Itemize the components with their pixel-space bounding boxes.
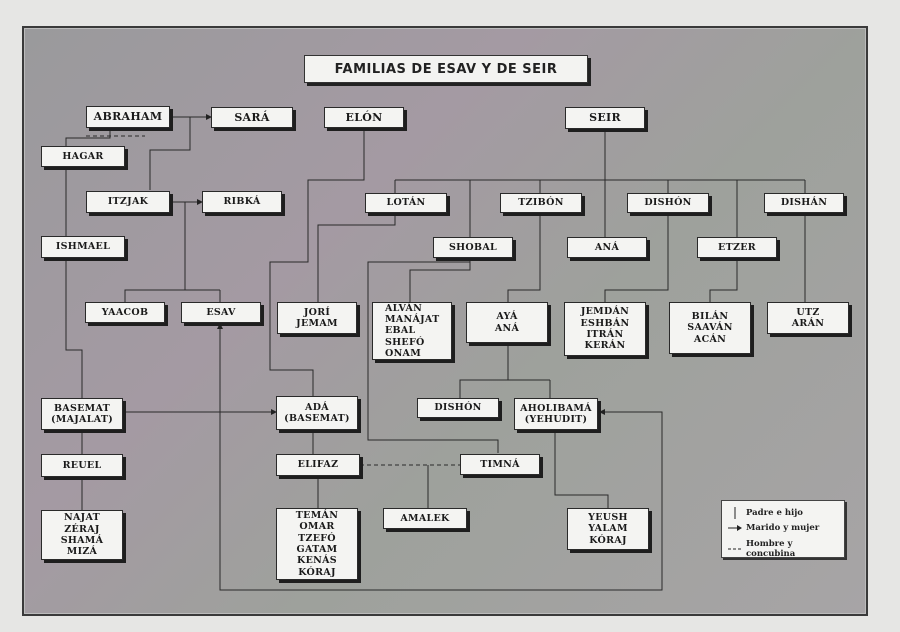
group-reuel-children: NAJAT ZÉRAJ SHAMÁ MIZÁ	[41, 510, 123, 560]
list-item: ESHBÁN	[580, 317, 630, 329]
person-yaacob: YAACOB	[85, 302, 165, 323]
person-seir: SEIR	[565, 107, 645, 129]
person-ribka: RIBKÁ	[202, 191, 282, 213]
list-item: KÓRAJ	[298, 566, 336, 578]
alias-label: (BASEMAT)	[284, 413, 350, 424]
list-item: BILÁN	[691, 310, 729, 322]
list-item: GATAM	[296, 544, 338, 555]
group-dishon-children: JEMDÁN ESHBÁN ITRÁN KERÁN	[564, 302, 646, 356]
list-item: MANÁJAT	[385, 313, 440, 325]
person-timna: TIMNÁ	[460, 454, 540, 475]
name-label: BASEMAT	[53, 402, 111, 414]
person-tzibon: TZIBÓN	[500, 193, 582, 213]
name-label: ADÁ	[305, 401, 329, 413]
list-item: AYÁ	[496, 311, 518, 323]
list-item: MIZÁ	[66, 546, 98, 558]
person-lotan: LOTÁN	[365, 193, 447, 213]
name-label: AHOLIBAMÁ	[520, 402, 592, 414]
person-elifaz: ELIFAZ	[276, 454, 360, 476]
list-item: ANÁ	[494, 322, 520, 334]
person-ada: ADÁ (BASEMAT)	[276, 396, 358, 430]
list-item: JEMDÁN	[580, 306, 630, 318]
list-item: UTZ	[796, 306, 820, 318]
group-aholibama-children: YEUSH YALAM KÓRAJ	[567, 508, 649, 550]
group-elifaz-children: TEMÁN OMAR TZEFÓ GATAM KENÁS KÓRAJ	[276, 508, 358, 580]
person-shobal: SHOBAL	[433, 237, 513, 258]
list-item: KERÁN	[584, 340, 626, 352]
group-dishan-children: UTZ ARÁN	[767, 302, 849, 334]
list-item: TEMÁN	[295, 509, 339, 521]
list-item: OMAR	[299, 521, 335, 533]
list-item: ONAM	[385, 348, 422, 360]
list-item: JORÍ	[303, 306, 331, 318]
person-dishon-2: DISHÓN	[417, 398, 499, 418]
list-item: KÓRAJ	[589, 534, 627, 546]
list-item: SAAVÁN	[687, 322, 733, 334]
list-item: ACÁN	[693, 333, 727, 345]
legend-label: Marido y mujer	[746, 523, 820, 533]
list-item: TZEFÓ	[298, 532, 336, 544]
person-esav: ESAV	[181, 302, 261, 323]
person-aholibama: AHOLIBAMÁ (YEHUDIT)	[514, 398, 598, 430]
group-etzer-children: BILÁN SAAVÁN ACÁN	[669, 302, 751, 354]
list-item: ITRÁN	[586, 329, 624, 340]
legend-label: Padre e hijo	[746, 508, 803, 518]
list-item: ALVÁN	[385, 302, 423, 314]
legend: Padre e hijo Marido y mujer Hombre y con…	[721, 500, 845, 559]
list-item: YEUSH	[588, 511, 628, 523]
list-item: SHEFÓ	[385, 336, 425, 348]
person-etzer: ETZER	[697, 237, 777, 258]
person-elon: ELÓN	[324, 107, 404, 128]
list-item: SHAMÁ	[60, 535, 104, 546]
group-lotan-children: JORÍ JEMAM	[277, 302, 357, 334]
list-item: EBAL	[385, 325, 416, 337]
group-tzibon-children: AYÁ ANÁ	[466, 302, 548, 343]
list-item: NAJAT	[64, 512, 100, 524]
person-reuel: REUEL	[41, 454, 123, 477]
person-basemat: BASEMAT (MAJALAT)	[41, 398, 123, 430]
diagram-title: FAMILIAS DE ESAV Y DE SEIR	[304, 55, 588, 83]
person-ana: ANÁ	[567, 237, 647, 258]
person-dishon: DISHÓN	[627, 193, 709, 213]
person-hagar: HAGAR	[41, 146, 125, 167]
person-ishmael: ISHMAEL	[41, 236, 125, 258]
list-item: ARÁN	[791, 318, 825, 329]
person-dishan: DISHÁN	[764, 193, 844, 213]
legend-row-spouses: Marido y mujer	[728, 523, 819, 533]
vertical-line-icon	[728, 507, 742, 519]
legend-row-parent-child: Padre e hijo	[728, 507, 803, 519]
legend-row-concubine: Hombre y concubina	[728, 539, 844, 559]
list-item: YALAM	[588, 523, 628, 535]
list-item: KENÁS	[297, 555, 337, 567]
alias-label: (YEHUDIT)	[524, 414, 588, 425]
list-item: ZÉRAJ	[64, 523, 100, 535]
person-amalek: AMALEK	[383, 508, 467, 529]
legend-label: Hombre y concubina	[746, 539, 796, 559]
person-itzjak: ITZJAK	[86, 191, 170, 213]
list-item: JEMAM	[296, 318, 338, 329]
alias-label: (MAJALAT)	[50, 414, 114, 425]
dashed-line-icon	[728, 546, 742, 552]
person-sara: SARÁ	[211, 107, 293, 128]
group-shobal-children: ALVÁN MANÁJAT EBAL SHEFÓ ONAM	[372, 302, 452, 360]
arrow-icon	[728, 524, 742, 532]
person-abraham: ABRAHAM	[86, 106, 170, 128]
